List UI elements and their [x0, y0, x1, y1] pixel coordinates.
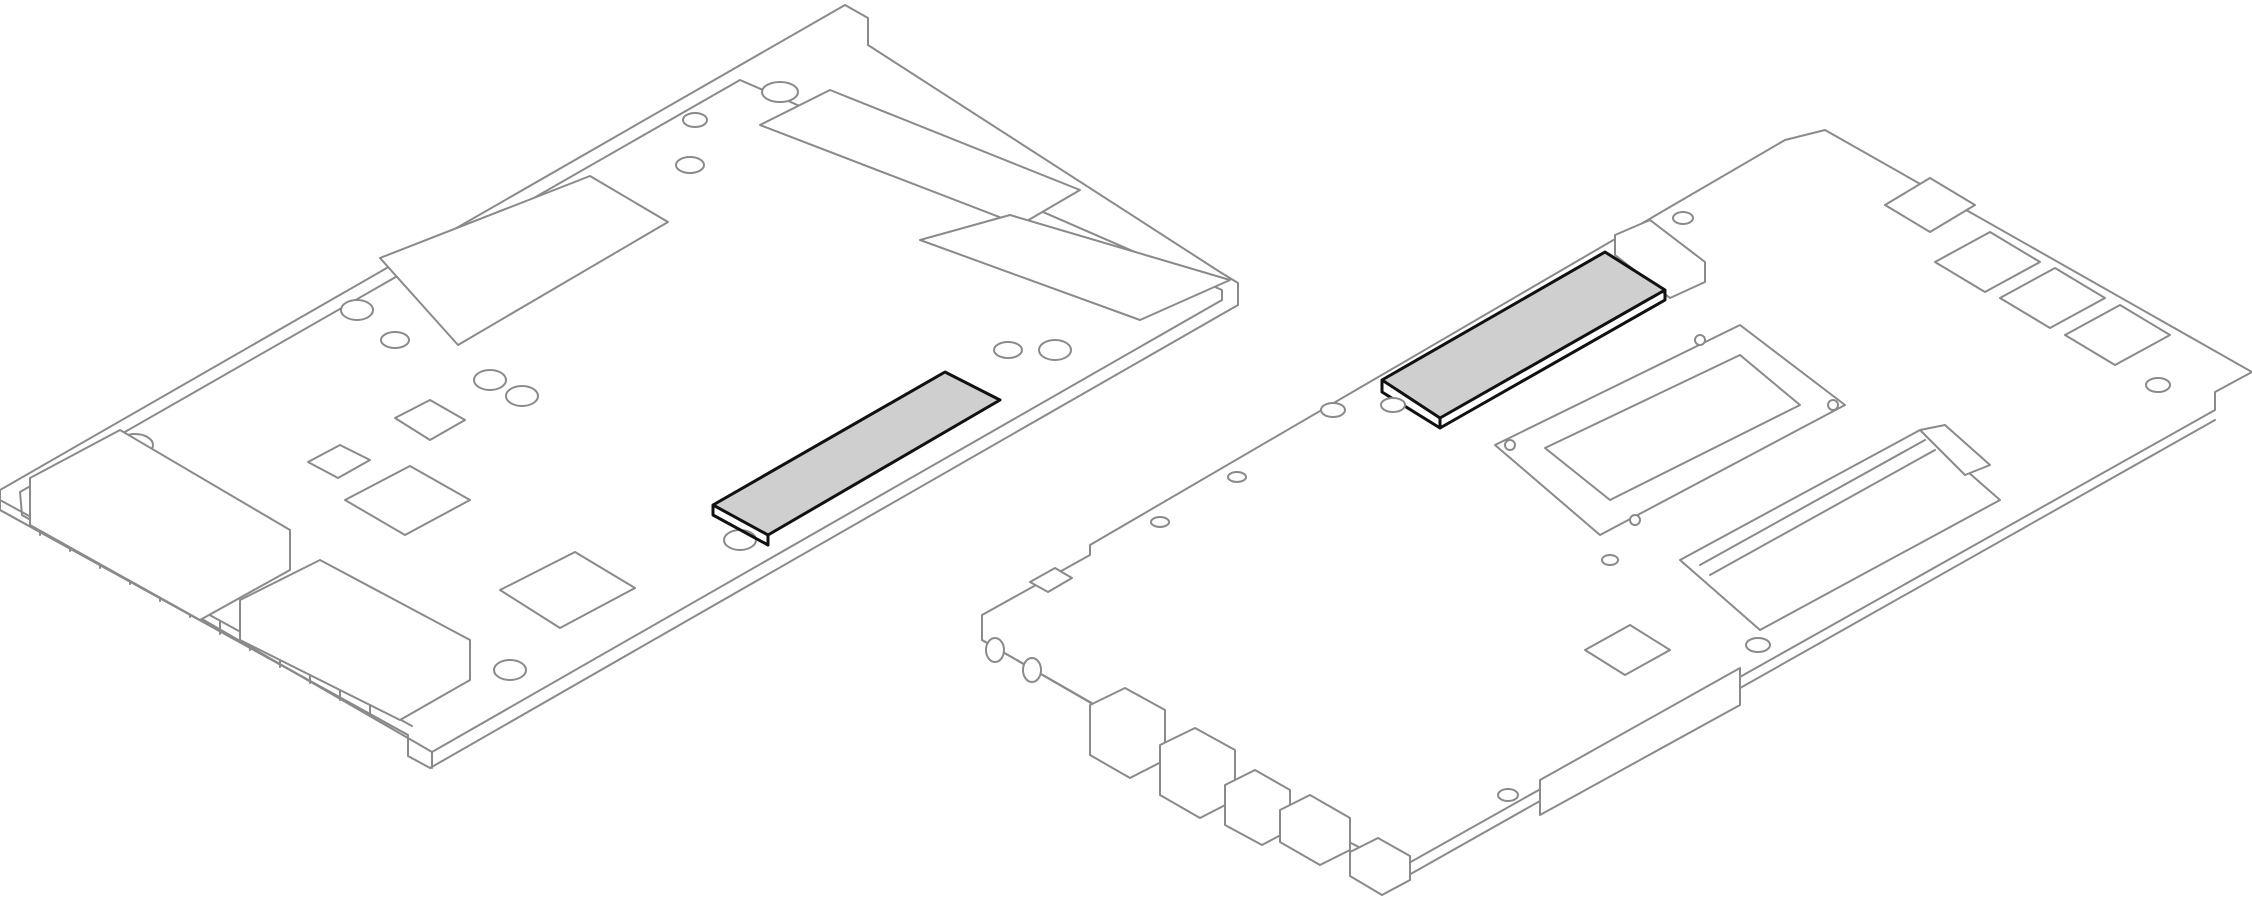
antenna-pad-3 [1999, 267, 2106, 329]
tray-chip-small [307, 444, 371, 479]
m2-connector [1614, 219, 1706, 299]
board-standoffs [1150, 211, 2171, 802]
tray-outer-frame [0, 4, 1239, 769]
antenna-pad-4 [2064, 304, 2171, 366]
tray-rear-bracket [919, 214, 1231, 321]
chassis-tray [0, 4, 1239, 769]
dimm-latch [1919, 424, 1991, 476]
board-underside-bracket [1539, 667, 1741, 816]
tray-heatsink-plate [379, 175, 669, 346]
tray-chip-large [344, 465, 471, 536]
front-io-ports [985, 637, 1411, 896]
m2-ssd-module-tray [711, 370, 1002, 537]
tray-connector-block [759, 89, 1081, 226]
tray-chip-small-2 [394, 399, 466, 441]
cpu-socket [1544, 354, 1801, 501]
tray-chip-large-2 [499, 551, 636, 629]
microsd-slot [1584, 624, 1671, 676]
antenna-pad-1 [1884, 177, 1976, 233]
tray-port-block [29, 429, 291, 621]
board-button [1029, 567, 1073, 593]
tray-port-block-2 [239, 559, 471, 721]
dimm-slot [1679, 429, 2001, 631]
cpu-retention-frame [1494, 324, 1846, 536]
tray-standoffs [116, 81, 1072, 681]
antenna-pad-2 [1934, 231, 2041, 293]
system-board [981, 129, 2252, 896]
